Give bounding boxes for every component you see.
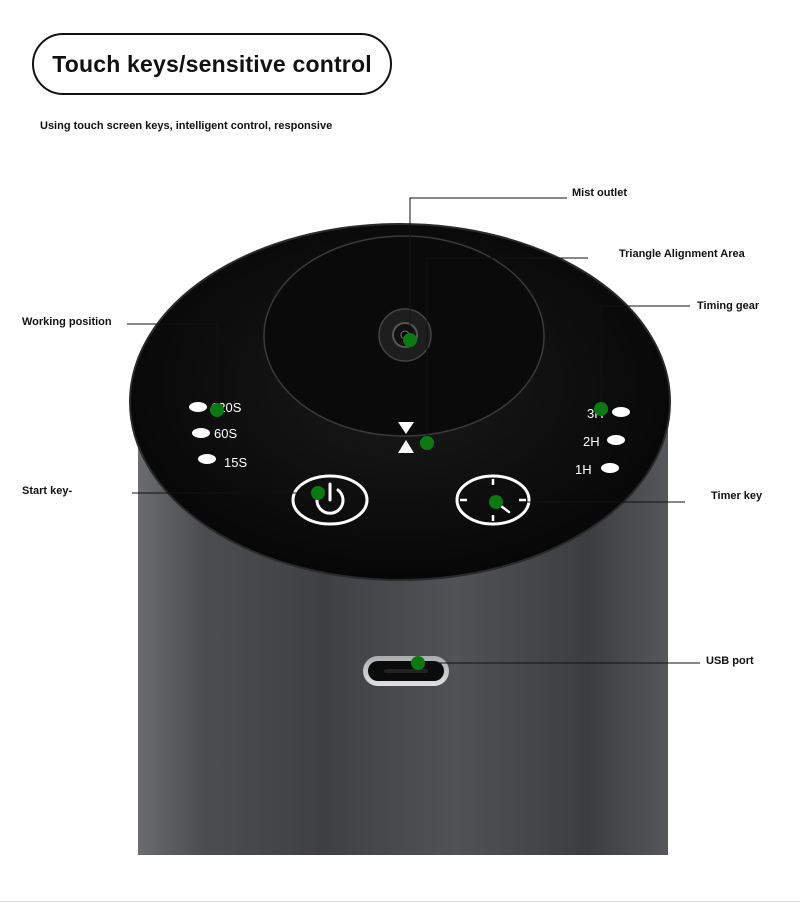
label-start-key: Start key-	[22, 485, 73, 497]
bottom-divider	[0, 901, 800, 902]
label-triangle-alignment: Triangle Alignment Area	[619, 248, 745, 260]
label-mist-outlet: Mist outlet	[572, 187, 627, 199]
timer-level-1h: 1H	[575, 462, 592, 477]
label-timer-key: Timer key	[711, 490, 763, 502]
work-led-dots	[189, 402, 216, 464]
usb-port-icon	[363, 656, 449, 686]
timer-level-2h: 2H	[583, 434, 600, 449]
work-level-15s: 15S	[224, 455, 247, 470]
title-pill: Touch keys/sensitive control	[32, 33, 392, 95]
label-usb-port: USB port	[706, 655, 754, 667]
label-timing-gear: Timing gear	[697, 300, 760, 312]
callout-leader-lines	[127, 197, 700, 664]
work-level-60s: 60S	[214, 426, 237, 441]
triangle-alignment-icon	[398, 422, 414, 453]
callout-markers	[210, 333, 608, 670]
page-subtitle: Using touch screen keys, intelligent con…	[40, 120, 333, 132]
page-title: Touch keys/sensitive control	[52, 50, 372, 77]
timer-led-dots	[601, 407, 630, 473]
label-working-position: Working position	[22, 316, 112, 328]
